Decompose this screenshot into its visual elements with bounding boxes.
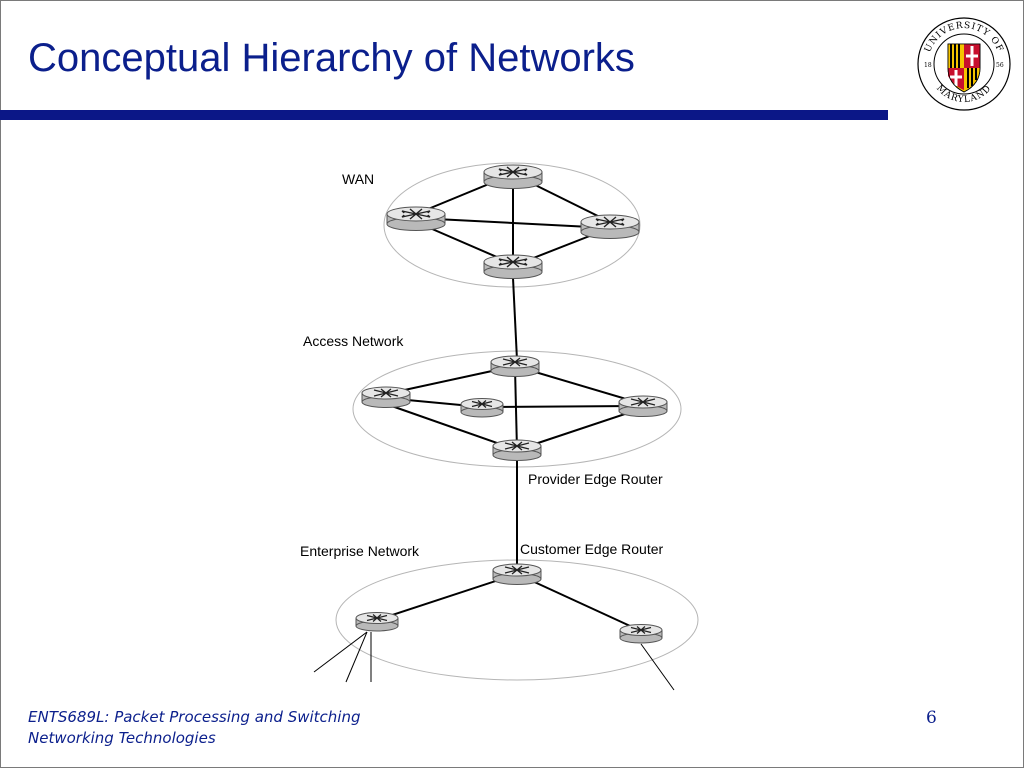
router-icon xyxy=(618,395,668,418)
provider-edge-router-icon xyxy=(492,439,542,462)
network-links xyxy=(376,173,644,632)
router-icon xyxy=(460,397,504,418)
router-icon xyxy=(580,214,640,240)
footer-course-title: ENTS689L: Packet Processing and Switchin… xyxy=(28,707,360,749)
enterprise-network-label: Enterprise Network xyxy=(300,543,420,559)
customer-edge-router-label: Customer Edge Router xyxy=(520,541,664,557)
router-icon xyxy=(386,206,446,232)
access-network-label: Access Network xyxy=(303,333,404,349)
page-number: 6 xyxy=(926,708,937,728)
logo-year-left: 18 xyxy=(924,62,932,69)
router-icon xyxy=(619,623,663,644)
wan-cloud-outline xyxy=(383,162,641,288)
title-rule xyxy=(0,110,888,120)
router-icon xyxy=(490,355,540,378)
footer-course-line2: Networking Technologies xyxy=(28,729,216,747)
router-icon xyxy=(361,386,411,409)
logo-year-right: 56 xyxy=(996,62,1004,69)
maryland-flag-icon xyxy=(947,43,981,93)
router-icon xyxy=(355,611,399,632)
router-icon xyxy=(483,164,543,190)
router-icon xyxy=(483,254,543,280)
slide-title: Conceptual Hierarchy of Networks xyxy=(28,36,635,80)
provider-edge-router-label: Provider Edge Router xyxy=(528,471,663,487)
customer-edge-router-icon xyxy=(492,563,542,586)
endpoint-links xyxy=(313,631,675,691)
footer-course-line1: ENTS689L: Packet Processing and Switchin… xyxy=(28,708,361,726)
wan-label: WAN xyxy=(342,171,375,187)
university-logo: UNIVERSITY OF MARYLAND 18 56 xyxy=(917,17,1011,111)
